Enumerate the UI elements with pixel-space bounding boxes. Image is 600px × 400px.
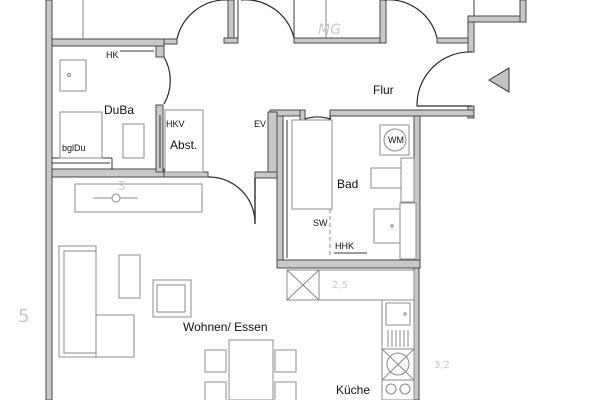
room-wohnen-essen <box>58 183 297 400</box>
annot-hhk: HHK <box>335 241 354 251</box>
upper-left-door[interactable] <box>176 0 228 40</box>
doors <box>163 0 473 225</box>
bad-bathtub <box>291 119 333 210</box>
upper-right-room-right <box>519 0 527 23</box>
bad-top-wall-right <box>329 109 475 117</box>
handwritten-3-2: 3,2 <box>434 360 450 371</box>
mg-right-wall <box>379 0 387 44</box>
sofa-corner <box>95 314 135 358</box>
duba-bottom-wall <box>51 168 165 178</box>
duba-top-wall <box>51 38 165 47</box>
labels: DuBa Abst. Flur Bad Wohnen/ Essen Küche … <box>62 50 404 397</box>
duba-washbasin <box>59 59 87 92</box>
annot-bgldu: bglDu <box>62 143 86 153</box>
mg-bottom-wall <box>293 37 385 44</box>
annot-ev: EV <box>254 119 266 129</box>
handwritten-notes: MG 5 3 2,5 3,2 <box>18 22 450 371</box>
upper-center-door[interactable] <box>241 0 295 39</box>
room-kueche <box>381 299 415 400</box>
room-duba <box>59 50 204 173</box>
upper-partition-a-foot <box>223 37 239 44</box>
ev-shaft <box>267 111 278 173</box>
bgldu-shower <box>59 111 103 159</box>
duba-toilet <box>122 123 145 159</box>
duba-door[interactable] <box>163 56 171 105</box>
bad-tank <box>400 157 415 203</box>
dining-chair <box>204 381 227 400</box>
upper-right-foot-wall <box>436 37 471 44</box>
left-exterior-wall <box>45 0 53 400</box>
handwritten-3: 3 <box>118 179 126 193</box>
room-label-bad: Bad <box>337 177 358 191</box>
annot-hk: HK <box>106 50 119 60</box>
abst-bottom-wall <box>163 171 209 178</box>
ev-foot-wall <box>254 171 278 179</box>
abst-storage <box>164 109 204 173</box>
wohnen-door[interactable] <box>207 176 256 225</box>
duba-top-wall-end <box>163 38 178 45</box>
handwritten-5: 5 <box>18 306 29 327</box>
coffee-table <box>118 254 141 299</box>
annot-wm: WM <box>388 135 404 145</box>
handwritten-mg: MG <box>318 22 341 38</box>
room-label-abst: Abst. <box>170 138 197 152</box>
bad-washbasin <box>373 208 401 244</box>
upper-right-room-bottom <box>467 15 527 23</box>
bad-bottom-wall <box>276 259 421 269</box>
sink-drainboard <box>387 330 409 347</box>
bad-toilet <box>370 167 403 189</box>
dining-chair <box>204 349 227 373</box>
duba-top-wall-stub <box>155 45 165 58</box>
washing-machine-icon <box>383 128 407 152</box>
kitchen-right-wall <box>413 267 420 400</box>
dining-chair <box>274 381 297 400</box>
dishwasher <box>381 348 415 381</box>
room-label-flur: Flur <box>373 83 394 97</box>
bad-left-wall <box>276 115 284 267</box>
room-label-duba: DuBa <box>104 103 134 117</box>
room-label-wohnen-essen: Wohnen/ Essen <box>183 320 268 334</box>
interior-lines <box>52 0 475 301</box>
room-label-kueche: Küche <box>336 383 370 397</box>
room-bad <box>291 119 415 258</box>
upper-right-door[interactable] <box>384 0 438 39</box>
sofa-long <box>58 245 97 358</box>
kitchen-sink <box>385 302 411 326</box>
bad-side-cabinet <box>399 202 417 260</box>
annot-sw: SW <box>313 218 328 228</box>
entrance-door[interactable] <box>416 51 473 107</box>
dining-chair <box>274 349 297 373</box>
handwritten-2-5: 2,5 <box>332 280 348 291</box>
stove-icon <box>385 383 411 395</box>
dining-table <box>228 339 274 400</box>
bad-door-jamb <box>299 109 306 121</box>
upper-partition-a <box>227 0 235 44</box>
entrance-arrow-icon <box>488 67 510 93</box>
kitchen-corner-cabinet <box>286 269 320 301</box>
annot-hkv: HKV <box>166 119 185 129</box>
kitchen-top-counter <box>286 269 415 301</box>
